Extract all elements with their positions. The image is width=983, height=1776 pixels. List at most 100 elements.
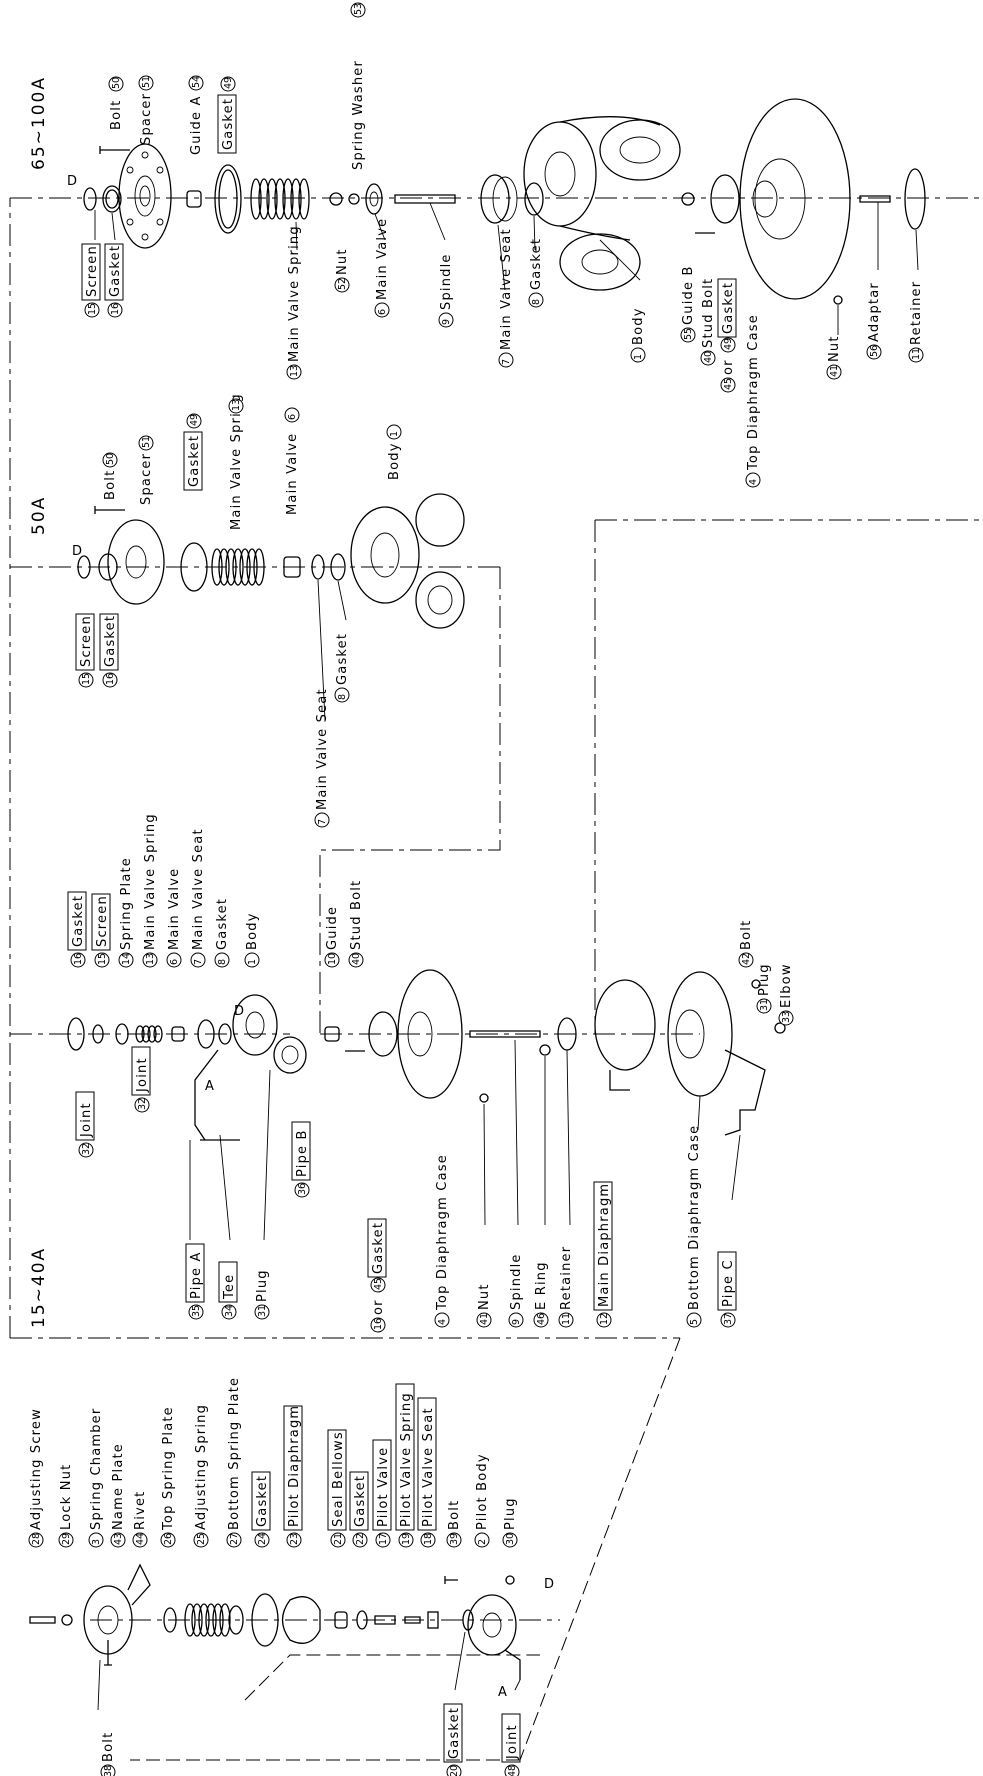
- svg-text:1: 1: [247, 959, 258, 965]
- svg-text:Adjusting Screw: Adjusting Screw: [29, 1408, 44, 1530]
- svg-text:34: 34: [224, 1305, 235, 1317]
- svg-text:Plug: Plug: [503, 1497, 518, 1530]
- svg-text:Main Valve: Main Valve: [167, 868, 182, 950]
- callout-screen-15: 15 Screen: [91, 893, 111, 968]
- parts-group-65-100a: [83, 98, 926, 305]
- svg-text:53: 53: [353, 3, 364, 15]
- callout-gasket-49: Gasket 49: [217, 76, 237, 154]
- svg-text:or: or: [721, 359, 736, 375]
- callout-bolt: Bolt 50: [108, 76, 124, 130]
- guide-b-part: [681, 192, 695, 206]
- svg-text:Bolt: Bolt: [109, 100, 124, 130]
- svg-text:Main Valve Seat: Main Valve Seat: [315, 688, 330, 810]
- callout-spindle: 9 Spindle: [438, 253, 454, 328]
- svg-text:1: 1: [633, 354, 644, 360]
- svg-text:Nut: Nut: [827, 335, 842, 362]
- svg-text:Gasket: Gasket: [255, 1475, 270, 1527]
- svg-text:Gasket: Gasket: [447, 1707, 462, 1759]
- svg-text:11: 11: [561, 1313, 572, 1325]
- callout-main-diaphragm: 12 Main Diaphragm: [593, 1181, 613, 1328]
- svg-text:49: 49: [223, 77, 234, 89]
- svg-text:Spring Washer: Spring Washer: [351, 60, 366, 170]
- svg-text:Retainer: Retainer: [559, 1246, 574, 1310]
- screen-part: [83, 187, 97, 211]
- point-a-label-15: A: [205, 1079, 215, 1094]
- svg-text:7: 7: [317, 819, 328, 825]
- svg-text:40: 40: [703, 351, 714, 363]
- callout-top-spring-plate: 26 Top Spring Plate: [160, 1406, 176, 1548]
- svg-text:44: 44: [135, 1533, 146, 1545]
- svg-text:Gasket: Gasket: [221, 98, 236, 150]
- svg-text:16: 16: [373, 1318, 384, 1330]
- svg-text:Pipe C: Pipe C: [721, 1259, 736, 1307]
- svg-text:Nut: Nut: [335, 248, 350, 275]
- callout-body: 1 Body: [630, 307, 646, 363]
- svg-text:45: 45: [723, 378, 734, 390]
- callout-pilot-valve: 17 Pilot Valve: [372, 1439, 392, 1548]
- svg-text:Guide B: Guide B: [681, 265, 696, 325]
- svg-text:Gasket: Gasket: [103, 615, 118, 667]
- callouts-pilot: 28 Adjusting Screw 29 Lock Nut 3 Spring …: [28, 1377, 554, 1776]
- svg-text:6: 6: [169, 959, 180, 965]
- retainer-part: [904, 168, 926, 230]
- callout-guide: 10 Guide: [324, 906, 340, 968]
- svg-text:Elbow: Elbow: [779, 963, 794, 1008]
- callout-e-ring: 46 E Ring: [533, 1261, 549, 1328]
- svg-text:Top Spring Plate: Top Spring Plate: [161, 1406, 176, 1531]
- callout-rivet: 44 Rivet: [132, 1491, 148, 1548]
- section-label-50a: 50A: [29, 496, 49, 535]
- svg-text:Gasket: Gasket: [353, 1475, 368, 1527]
- parts-group-pilot: [29, 1563, 521, 1680]
- svg-text:Guide A: Guide A: [189, 95, 204, 155]
- svg-text:8: 8: [217, 959, 228, 965]
- svg-text:31: 31: [257, 1305, 268, 1317]
- svg-text:Bottom Spring Plate: Bottom Spring Plate: [227, 1377, 242, 1530]
- callout-gasket-8-50a: 8 Gasket: [334, 633, 350, 703]
- callout-main-valve-seat-50a: 7 Main Valve Seat: [314, 688, 330, 828]
- svg-text:Spindle: Spindle: [439, 253, 454, 310]
- parts-group-15-40a: [67, 969, 786, 1141]
- svg-text:Top Diaphragm Case: Top Diaphragm Case: [746, 314, 761, 471]
- section-label-65-100a: 65~100A: [29, 76, 49, 170]
- svg-text:2: 2: [477, 1539, 488, 1545]
- svg-text:Bolt: Bolt: [103, 470, 118, 500]
- point-d-label-50a: D: [72, 544, 83, 559]
- svg-text:Joint: Joint: [135, 1057, 150, 1093]
- callout-pilot-valve-spring: 19 Pilot Valve Spring: [395, 1383, 415, 1548]
- main-valve-spring-part: [250, 178, 310, 220]
- svg-text:41: 41: [479, 1313, 490, 1325]
- main-valve-seat-part: [480, 174, 510, 224]
- svg-text:4: 4: [748, 479, 759, 485]
- svg-text:Gasket: Gasket: [371, 1222, 386, 1274]
- svg-text:46: 46: [536, 1313, 547, 1325]
- svg-text:Gasket: Gasket: [108, 245, 123, 297]
- callout-main-valve-seat: 7 Main Valve Seat: [498, 228, 514, 368]
- svg-text:Pilot Valve: Pilot Valve: [376, 1447, 391, 1527]
- svg-text:12: 12: [599, 1313, 610, 1325]
- svg-text:13: 13: [289, 365, 300, 377]
- svg-text:Screen: Screen: [85, 245, 100, 297]
- svg-text:15: 15: [97, 953, 108, 965]
- svg-text:25: 25: [196, 1533, 207, 1545]
- callout-gasket-16: 16 Gasket: [67, 891, 87, 968]
- svg-text:9: 9: [441, 319, 452, 325]
- svg-text:Main Valve Spring: Main Valve Spring: [287, 225, 302, 362]
- point-a-label-pilot: A: [498, 1685, 508, 1700]
- callout-spacer: Spacer 51: [138, 75, 154, 145]
- callout-body-15: 1 Body: [244, 912, 260, 968]
- svg-text:11: 11: [911, 348, 922, 360]
- gasket-49-part: [214, 164, 242, 234]
- body-part: [523, 116, 681, 291]
- svg-text:49: 49: [723, 338, 734, 350]
- svg-text:21: 21: [333, 1533, 344, 1545]
- svg-text:Bolt: Bolt: [447, 1500, 462, 1530]
- svg-text:42: 42: [741, 953, 752, 965]
- callout-spindle-15: 9 Spindle: [508, 1253, 524, 1328]
- callout-gasket-20: 20 Gasket: [443, 1703, 463, 1776]
- svg-text:Lock Nut: Lock Nut: [59, 1464, 74, 1530]
- callout-body-50a: Body 1: [386, 424, 402, 480]
- svg-text:20: 20: [449, 1765, 460, 1776]
- svg-text:6: 6: [287, 414, 298, 420]
- svg-text:Main Valve Seat: Main Valve Seat: [191, 828, 206, 950]
- svg-text:3: 3: [91, 1539, 102, 1545]
